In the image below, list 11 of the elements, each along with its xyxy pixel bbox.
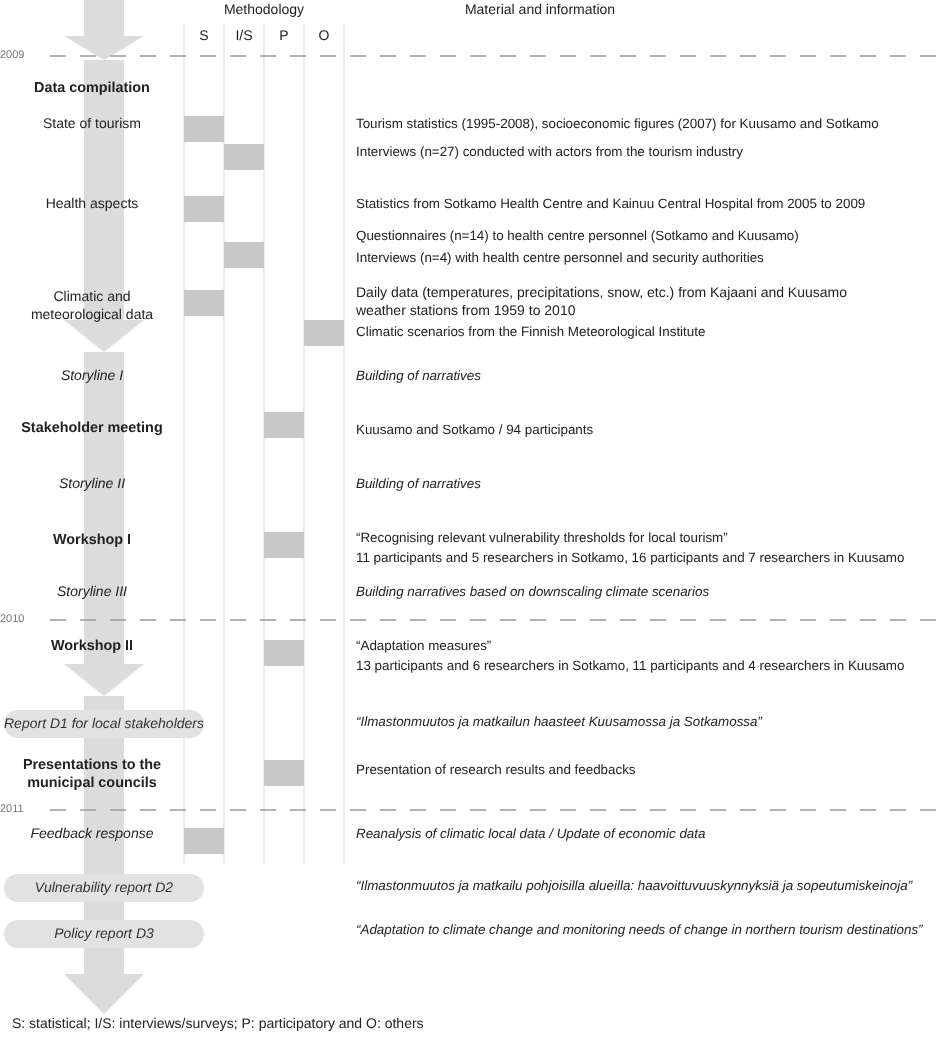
- method-bar: [184, 290, 224, 316]
- method-bar: [184, 196, 224, 222]
- method-bar: [264, 412, 304, 438]
- method-bar: [264, 532, 304, 558]
- method-bar: [184, 828, 224, 854]
- method-bar: [264, 640, 304, 666]
- method-bar: [304, 320, 344, 346]
- method-bar: [224, 144, 264, 170]
- method-bar: [224, 242, 264, 268]
- method-bar: [264, 760, 304, 786]
- method-bar: [184, 116, 224, 142]
